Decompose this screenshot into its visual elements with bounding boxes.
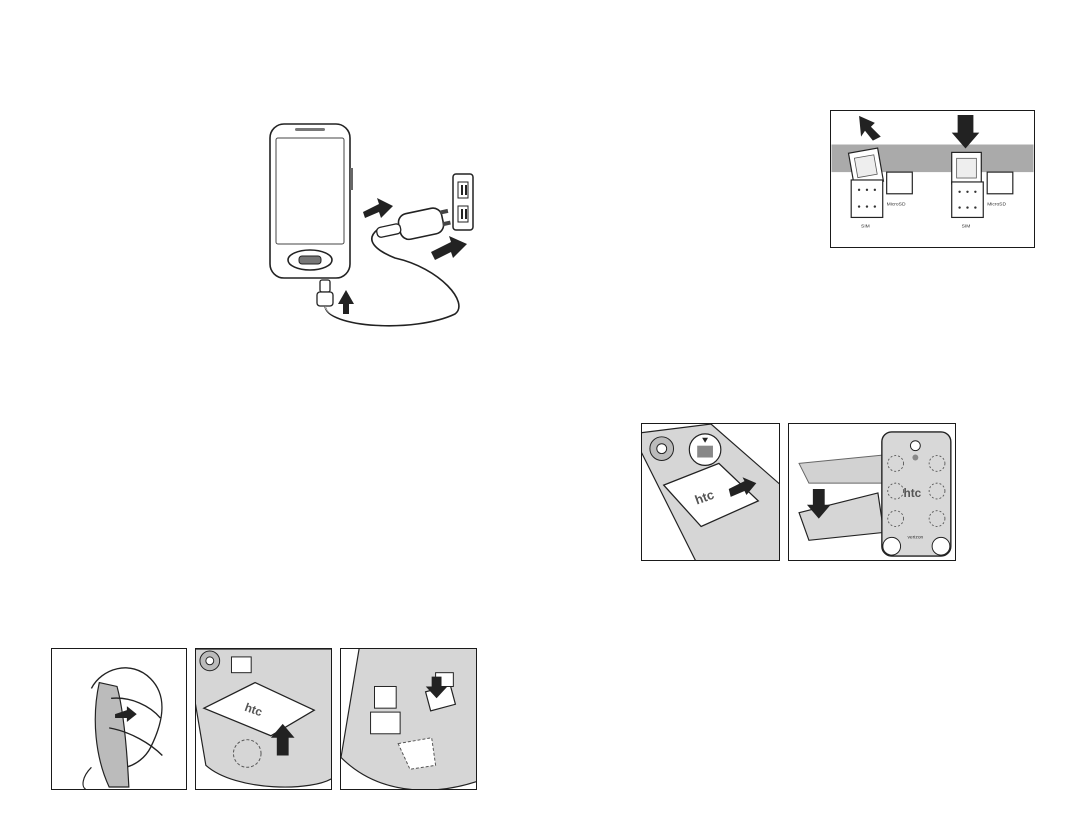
- battery-insert-panel: htc: [641, 423, 780, 561]
- microsd-label-right: MicroSD: [987, 202, 1006, 208]
- sim-slot-panel: SIM MicroSD SIM MicroSD: [830, 110, 1035, 248]
- open-back-panel: [51, 648, 187, 790]
- charging-figure: [265, 118, 480, 340]
- sim-label-left: SIM: [861, 223, 870, 229]
- lift-battery-panel: htc: [195, 648, 332, 790]
- insert-card-illustration: [341, 649, 476, 789]
- arrow-down-left-icon: [859, 116, 881, 141]
- phone-charger-illustration: [265, 118, 480, 340]
- microsd-label-left: MicroSD: [887, 202, 906, 208]
- sim-card-insert-illustration: SIM MicroSD SIM MicroSD: [831, 111, 1034, 247]
- cover-attach-panel: htc verizon: [788, 423, 956, 561]
- sim-label-right: SIM: [962, 223, 971, 229]
- remove-back-cover-illustration: [52, 649, 186, 789]
- battery-and-cover-illustration: htc: [642, 424, 779, 560]
- remove-battery-illustration: htc: [196, 649, 331, 789]
- insert-card-panel: [340, 648, 477, 790]
- carrier-logo: verizon: [907, 534, 923, 540]
- arrow-down-icon: [952, 115, 980, 149]
- cover-logo: htc: [904, 486, 922, 500]
